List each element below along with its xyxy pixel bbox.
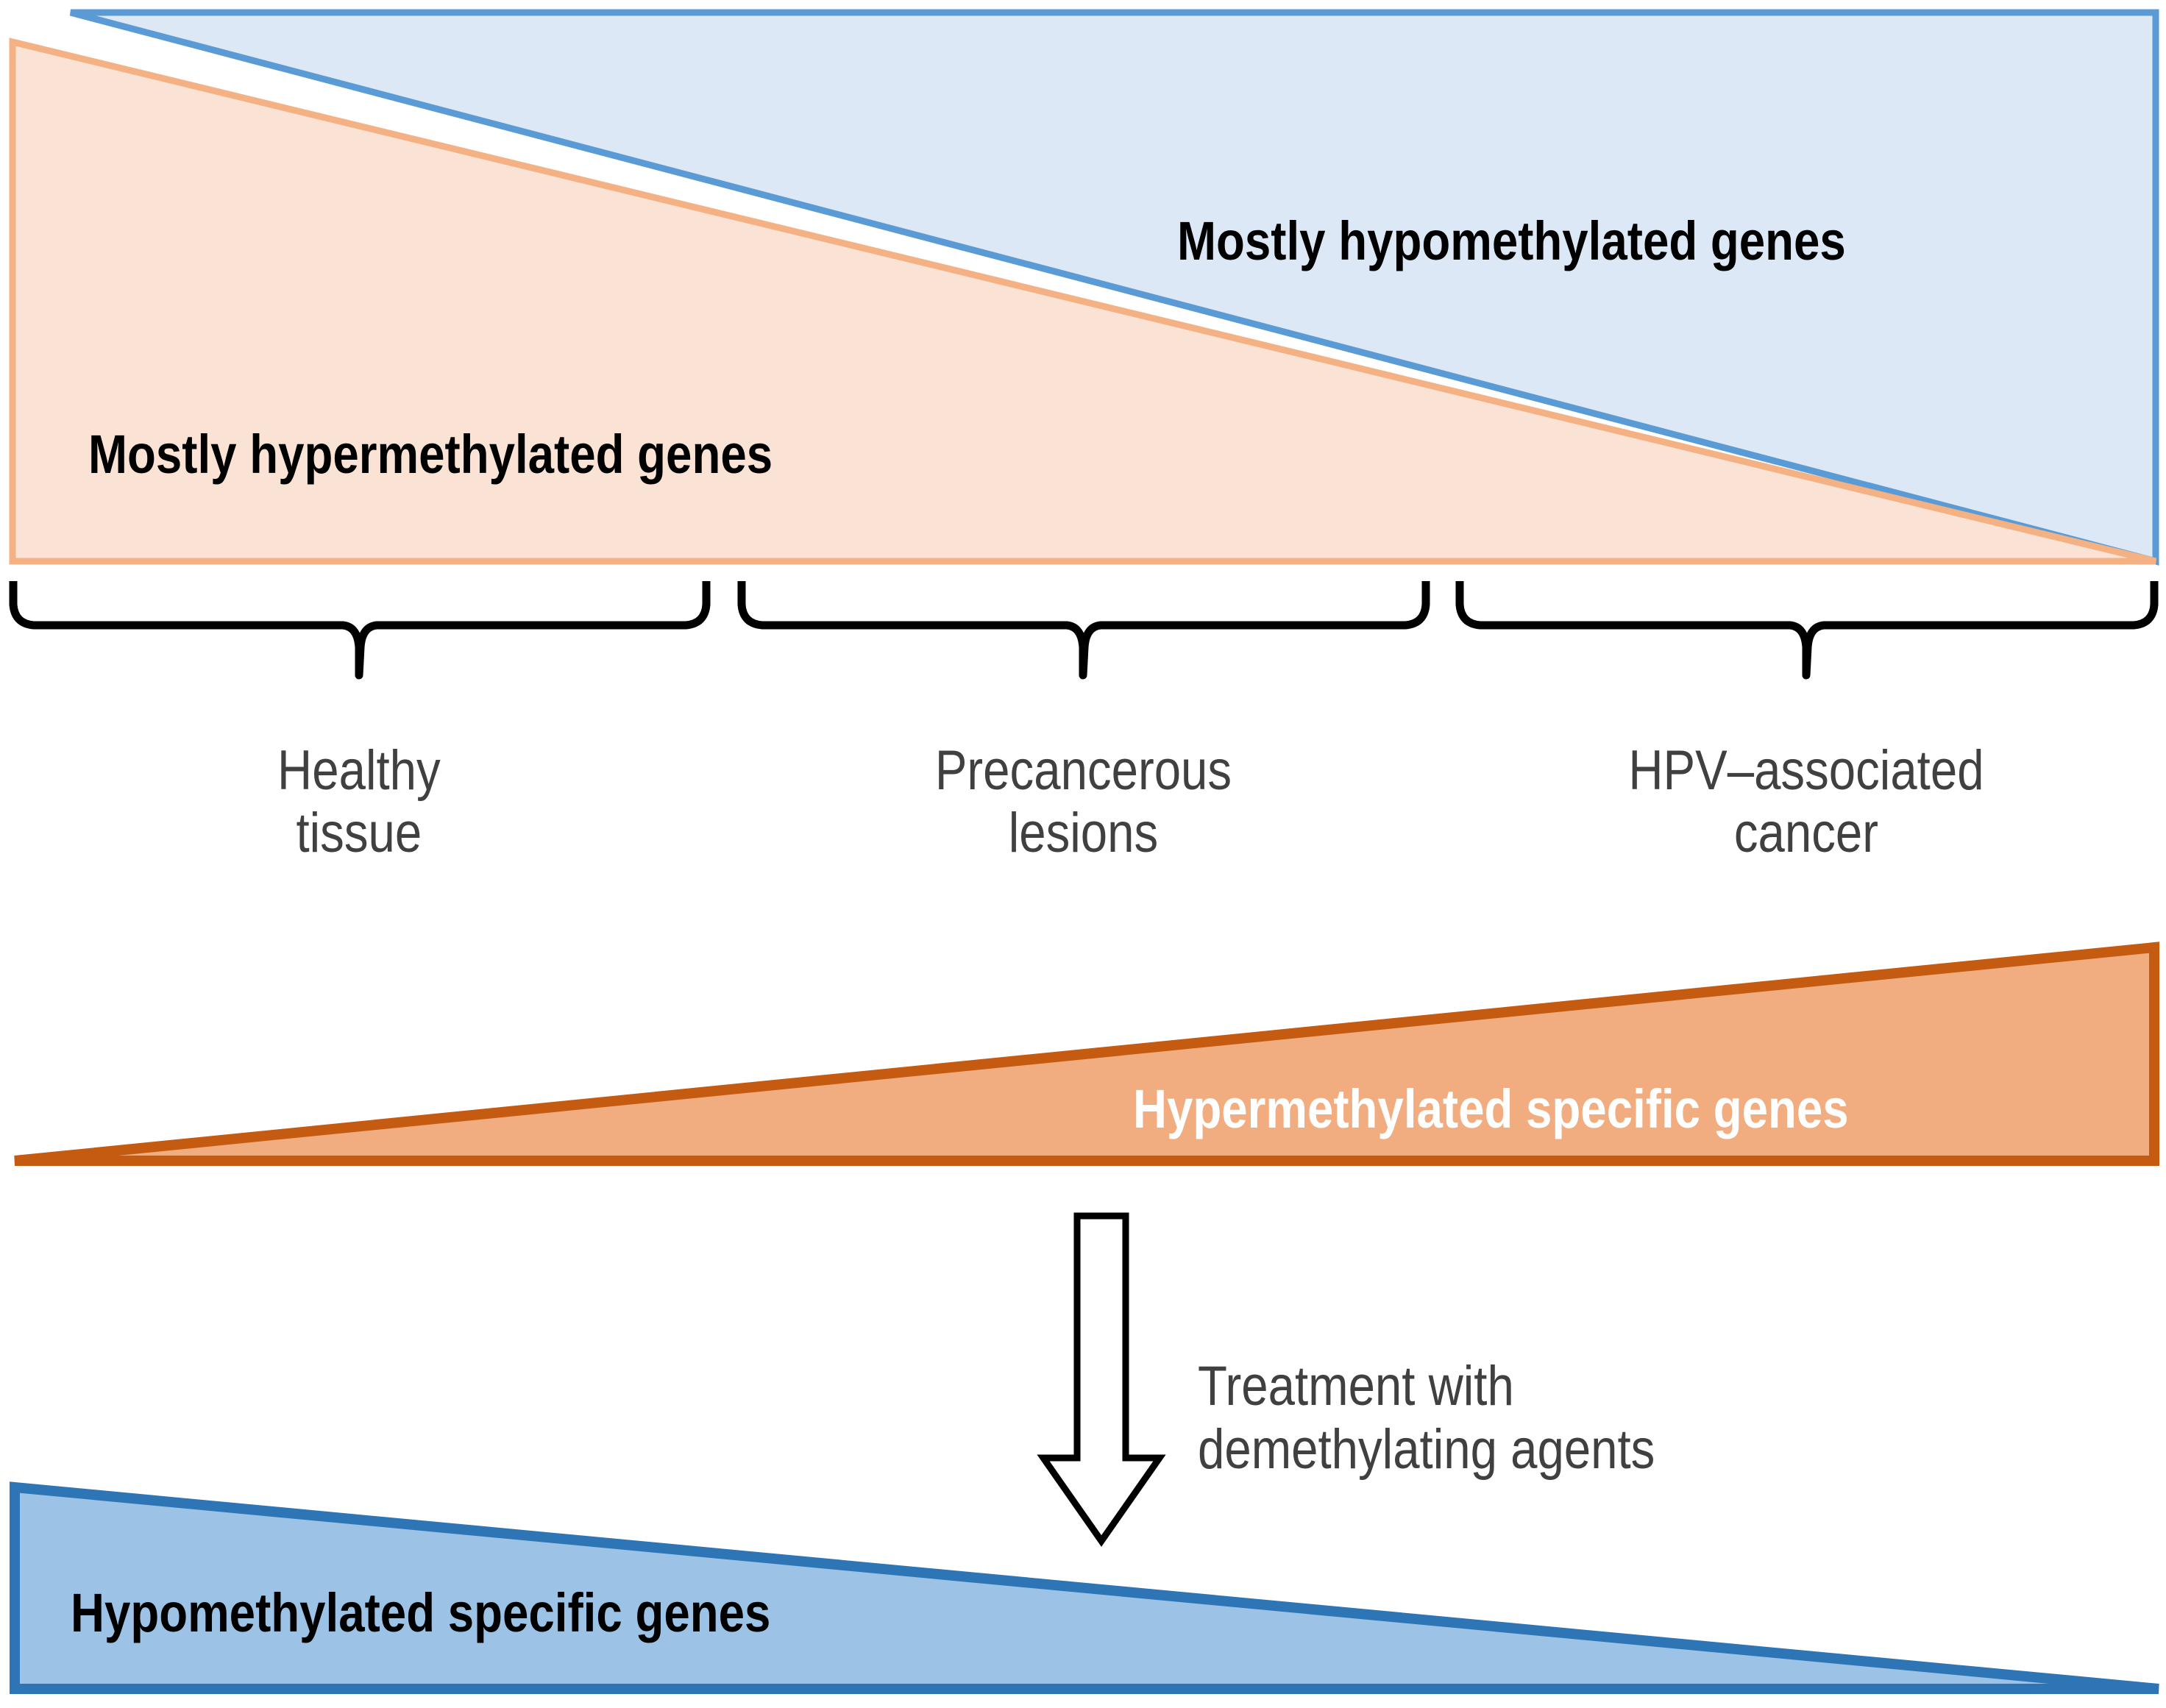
hypomethylated-specific-genes-label: Hypomethylated specific genes [71,1582,884,1643]
hypomethylated-wedge [69,9,2159,566]
hypomethylated-genes-text: Mostly hypomethylated genes [1177,210,1846,271]
hypermethylated-genes-label: Mostly hypermethylated genes [88,424,884,485]
hypomethylated-genes-label: Mostly hypomethylated genes [1177,210,1955,271]
stage-label-hpv-associated-cancer: HPV–associated cancer [1586,677,2027,864]
treatment-down-arrow [1037,1212,1166,1547]
treatment-label: Treatment with demethylating agents [1198,1291,1934,1482]
hypermethylated-specific-genes-text: Hypermethylated specific genes [1133,1078,1849,1139]
bracket-hpv-associated-cancer [1455,581,2159,680]
stage-label-precancerous-lesions: Precancerous lesions [862,677,1304,864]
treatment-label-text: Treatment with demethylating agents [1198,1354,1655,1481]
hypermethylated-specific-genes-label: Hypermethylated specific genes [1133,1078,1965,1139]
hypomethylated-specific-genes-text: Hypomethylated specific genes [71,1582,771,1643]
stage-brackets [9,581,2159,680]
stage-label-precancerous-lesions-text: Precancerous lesions [934,739,1232,865]
bracket-precancerous-lesions [737,581,1430,680]
stage-label-hpv-associated-cancer-text: HPV–associated cancer [1628,739,1984,865]
hypomethylated-specific-wedge [10,1481,2159,1694]
hypermethylated-wedge [9,38,2157,565]
stage-label-healthy-tissue-text: Healthy tissue [277,739,441,865]
stage-label-healthy-tissue: Healthy tissue [138,677,580,864]
bracket-healthy-tissue [9,581,711,680]
hypermethylated-specific-wedge [14,942,2159,1166]
hypermethylated-genes-text: Mostly hypermethylated genes [88,424,773,485]
